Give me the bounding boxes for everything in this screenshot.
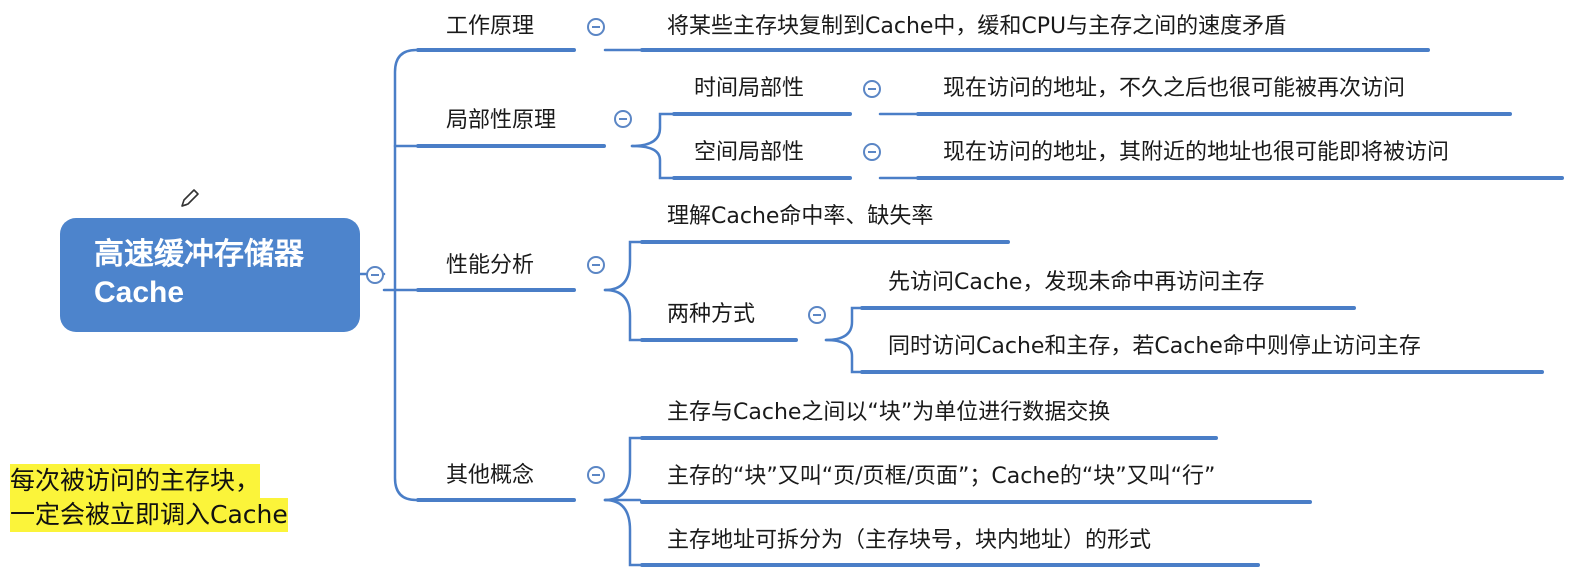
branch-label-other-concepts[interactable]: 其他概念 [446, 463, 535, 488]
note-line1: 每次被访问的主存块， [10, 464, 261, 498]
child-collapse-icon[interactable] [863, 143, 881, 161]
leaf-text[interactable]: 主存与Cache之间以“块”为单位进行数据交换 [667, 400, 1111, 425]
leaf-text[interactable]: 主存的“块”又叫“页/页框/页面”；Cache的“块”又叫“行” [667, 464, 1216, 489]
root-node[interactable]: 高速缓冲存储器 Cache [60, 218, 360, 332]
leaf-underline [860, 306, 1356, 310]
leaf-underline [640, 563, 1260, 567]
child-label-spatial[interactable]: 空间局部性 [694, 140, 805, 165]
child-underline [640, 338, 798, 342]
root-title-line1: 高速缓冲存储器 [94, 237, 304, 272]
branch-underline [416, 498, 576, 502]
child-underline [672, 176, 852, 180]
leaf-underline [640, 240, 1010, 244]
leaf-text[interactable]: 将某些主存块复制到Cache中，缓和CPU与主存之间的速度矛盾 [667, 14, 1287, 39]
leaf-text[interactable]: 先访问Cache，发现未命中再访问主存 [888, 270, 1265, 295]
branch-label-working-principle[interactable]: 工作原理 [446, 14, 535, 39]
child-collapse-icon[interactable] [863, 80, 881, 98]
highlighted-note: 每次被访问的主存块， 一定会被立即调入Cache [10, 464, 288, 532]
root-title-line2: Cache [94, 276, 185, 309]
branch-label-performance[interactable]: 性能分析 [446, 253, 535, 278]
child-underline [672, 112, 852, 116]
child-collapse-icon[interactable] [808, 306, 826, 324]
child-label-two-ways[interactable]: 两种方式 [667, 302, 756, 327]
branch-underline [416, 144, 606, 148]
branch-underline [416, 48, 576, 52]
note-line2: 一定会被立即调入Cache [10, 498, 288, 532]
leaf-underline [640, 436, 1218, 440]
leaf-text[interactable]: 主存地址可拆分为（主存块号，块内地址）的形式 [667, 528, 1152, 553]
branch2-collapse-icon[interactable] [614, 110, 632, 128]
leaf-underline [640, 500, 1312, 504]
leaf-underline [916, 176, 1564, 180]
branch-label-locality[interactable]: 局部性原理 [446, 108, 557, 133]
pencil-icon [181, 189, 199, 207]
root-collapse-icon[interactable] [366, 266, 384, 284]
branch1-collapse-icon[interactable] [587, 18, 605, 36]
branch-underline [416, 288, 576, 292]
branch4-collapse-icon[interactable] [587, 466, 605, 484]
leaf-underline [916, 112, 1512, 116]
leaf-underline [860, 370, 1544, 374]
branch3-collapse-icon[interactable] [587, 256, 605, 274]
leaf-text[interactable]: 现在访问的地址，不久之后也很可能被再次访问 [943, 76, 1406, 101]
child-label-temporal[interactable]: 时间局部性 [694, 76, 805, 101]
leaf-text[interactable]: 现在访问的地址，其附近的地址也很可能即将被访问 [943, 140, 1450, 165]
leaf-underline [640, 48, 1430, 52]
leaf-text[interactable]: 同时访问Cache和主存，若Cache命中则停止访问主存 [888, 334, 1421, 359]
leaf-text[interactable]: 理解Cache命中率、缺失率 [667, 204, 934, 229]
